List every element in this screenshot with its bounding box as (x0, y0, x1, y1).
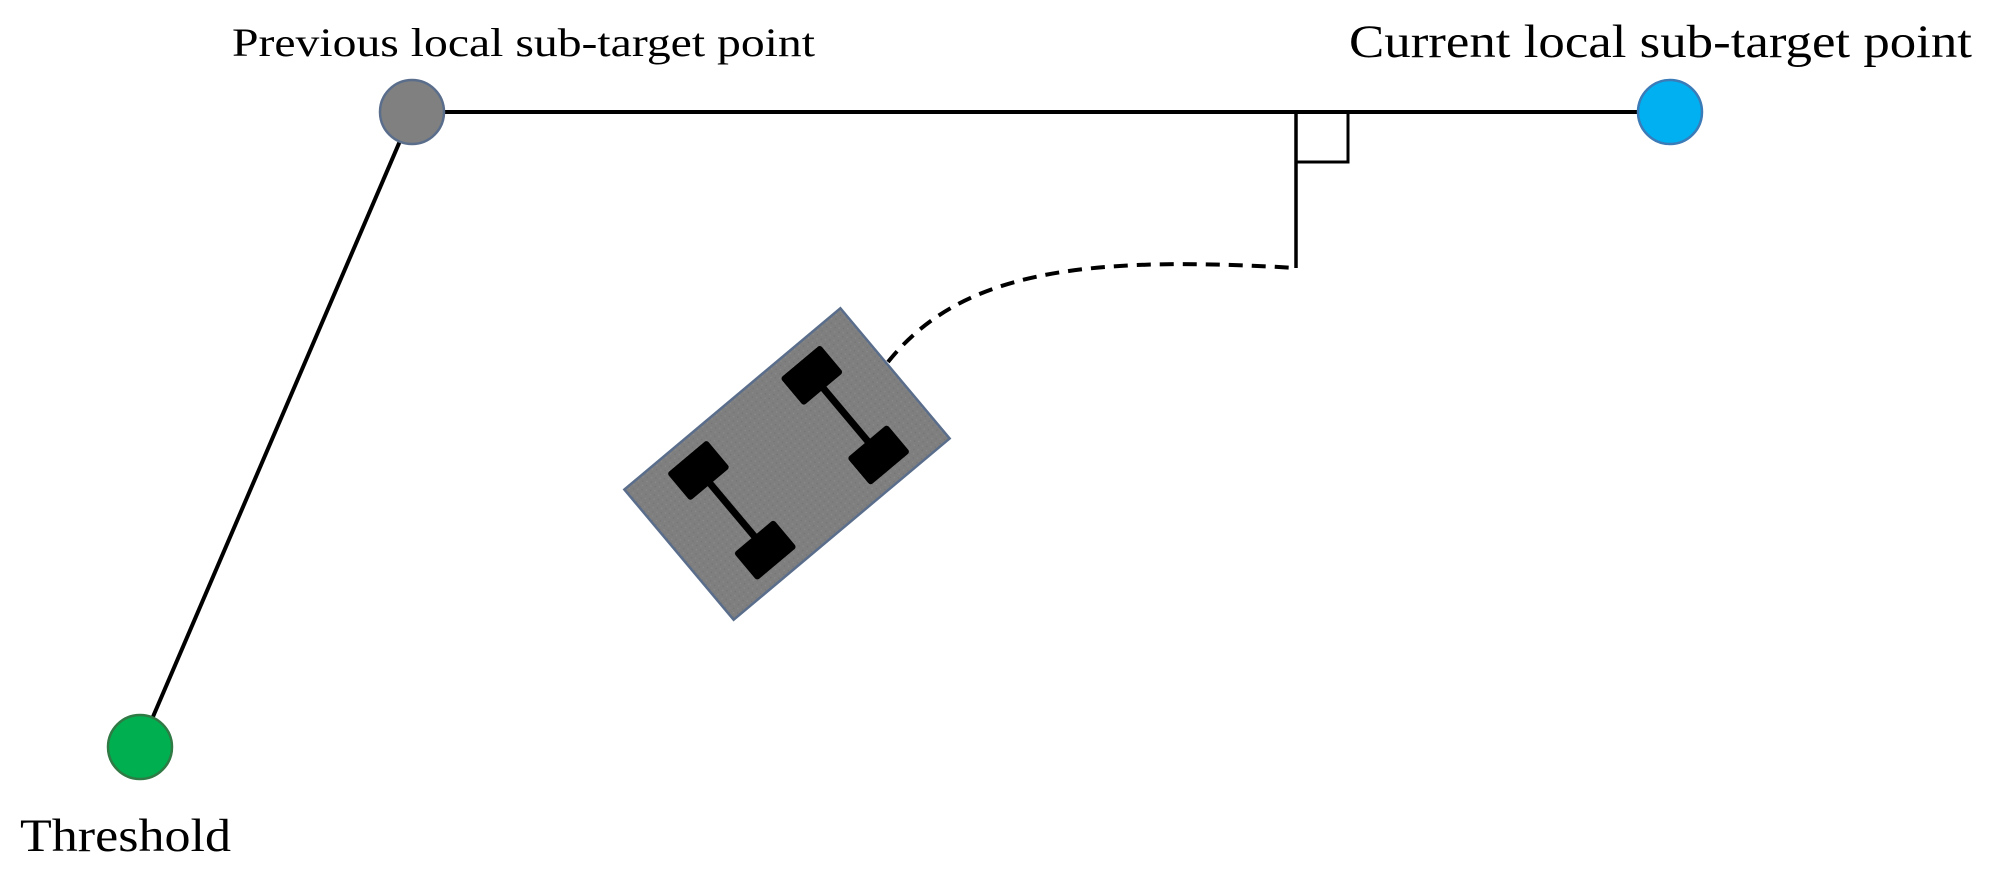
previous-point-label: Previous local sub-target point (232, 20, 815, 65)
vehicle-wheel-rear-right (735, 520, 796, 580)
previous-sub-target-point (378, 78, 446, 146)
current-sub-target-point (1636, 78, 1704, 146)
vehicle-wheel-rear-left (668, 441, 729, 500)
path-line-threshold-to-previous (138, 112, 414, 748)
vehicle-wheel-front-left (781, 346, 843, 405)
current-point-label: Current local sub-target point (1349, 16, 1972, 68)
vehicle-axle-front (814, 378, 877, 451)
threshold-label: Threshold (20, 810, 231, 862)
vehicle-axle-rear (701, 474, 764, 546)
vehicle-icon (622, 306, 952, 622)
dashed-trajectory (886, 262, 1297, 364)
right-angle-marker (1296, 112, 1350, 164)
vehicle-body (622, 306, 952, 622)
threshold-point (106, 713, 174, 781)
vehicle-wheel-front-right (848, 425, 909, 485)
